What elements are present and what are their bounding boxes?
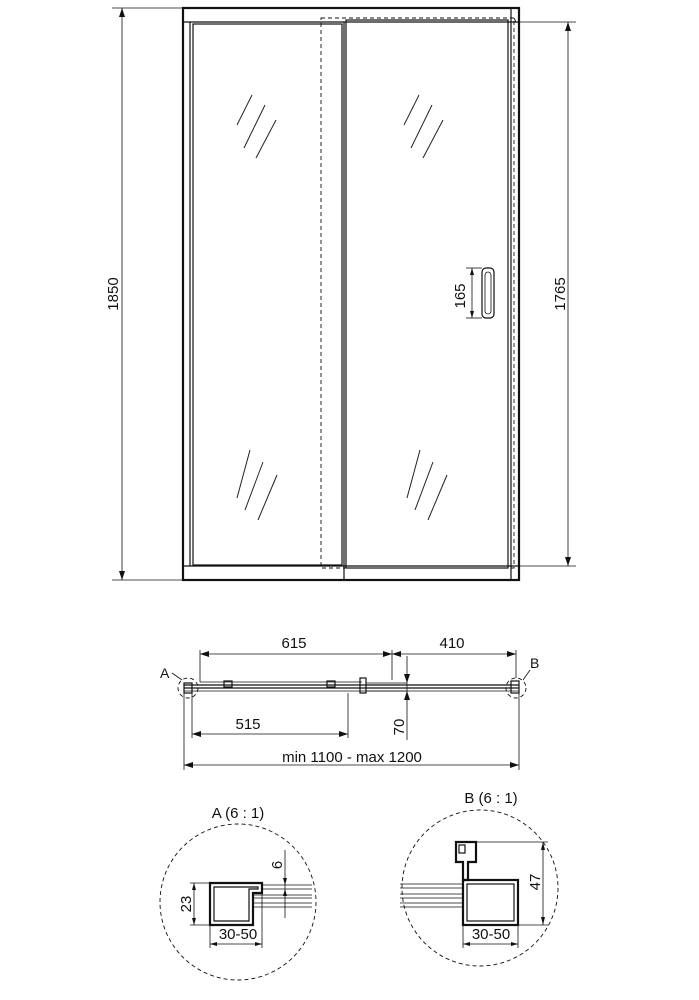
callout-b-label: B: [530, 655, 539, 671]
dim-width-range-label: min 1100 - max 1200: [282, 749, 422, 766]
door-handle: [481, 267, 495, 319]
wall-profile-a: [183, 682, 193, 694]
detail-b-circle: [401, 809, 559, 967]
dim-total-height-label: 1850: [105, 277, 122, 310]
plan-view: A B: [160, 655, 539, 699]
sliding-glass-door: [345, 19, 509, 569]
fixed-glass-panel: [192, 23, 343, 566]
detail-b-dim-width: 30-50: [472, 926, 510, 943]
front-elevation: [181, 6, 521, 582]
detail-a-title: A (6 : 1): [212, 805, 265, 822]
dim-total-height: 1850: [105, 7, 183, 581]
dim-handle-height: 165: [452, 267, 482, 319]
plan-handle: [359, 677, 367, 694]
dim-door-height-label: 1765: [552, 277, 569, 310]
dim-handle-height-label: 165: [452, 283, 469, 308]
detail-a-dim-gap: 6: [269, 861, 286, 869]
callout-a-label: A: [160, 665, 170, 681]
wall-profile-b: [510, 680, 520, 694]
dim-opening: 410: [392, 635, 517, 678]
detail-a: A (6 : 1) 23 6 30-50: [159, 805, 317, 981]
dim-fixed-panel: 615: [199, 635, 393, 682]
detail-a-dim-height: 23: [178, 896, 195, 913]
callout-circle-b: [505, 677, 527, 699]
dim-width-range: min 1100 - max 1200: [183, 693, 520, 770]
detail-a-circle: [159, 823, 317, 981]
outer-frame: [181, 6, 521, 582]
dim-inner-label: 515: [235, 716, 260, 733]
detail-b-dim-height: 47: [527, 874, 544, 891]
dim-depth-label: 70: [391, 719, 408, 736]
dim-depth: 70: [391, 656, 410, 740]
dim-door-height: 1765: [519, 21, 576, 567]
detail-b-title: B (6 : 1): [464, 790, 517, 807]
detail-a-dim-width: 30-50: [219, 926, 257, 943]
detail-b-profile: [461, 878, 520, 927]
dim-opening-label: 410: [439, 635, 464, 652]
glass-reflection-marks: [236, 94, 448, 521]
detail-b: B (6 : 1) 47 30-50: [400, 790, 559, 967]
dim-inner: 515: [191, 693, 349, 738]
door-open-outline: [320, 17, 515, 569]
callout-circle-a: [177, 677, 199, 699]
dim-fixed-panel-label: 615: [281, 635, 306, 652]
